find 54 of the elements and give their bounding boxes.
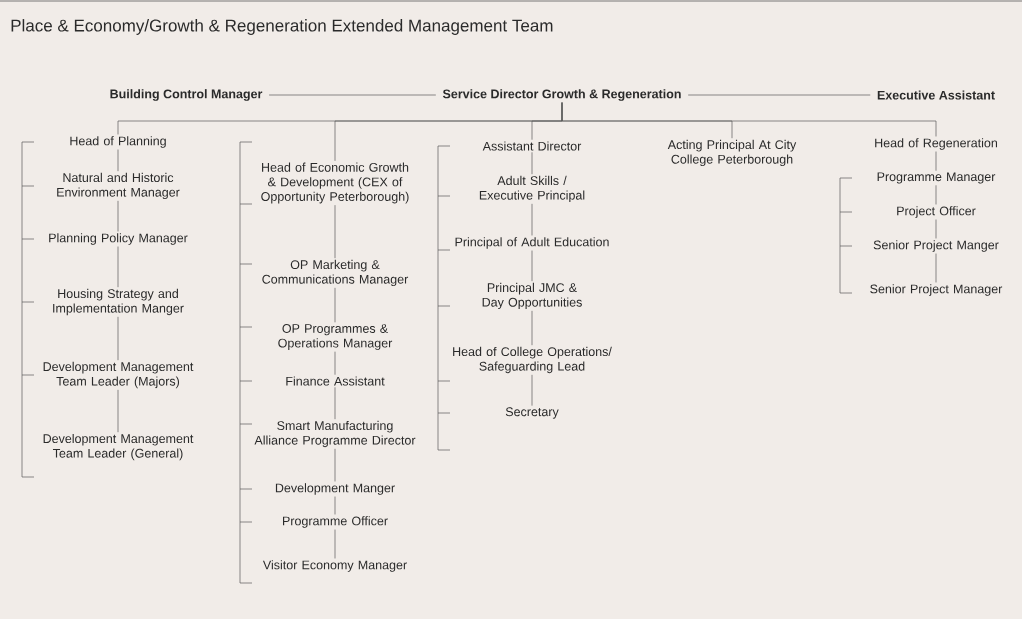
role-label: Head of Regeneration [875, 138, 997, 150]
connector-line [531, 203, 533, 236]
connector-line [334, 448, 336, 482]
role-label: Senior Project Manager [870, 284, 1003, 296]
role-label: Finance Assistant [286, 376, 385, 386]
connector-line [531, 151, 533, 175]
role-label: Programme Manager [877, 172, 996, 184]
role-label: Development Manger [275, 483, 395, 495]
connector-line [117, 149, 119, 172]
connector-line [561, 102, 937, 137]
connector-line [531, 250, 533, 282]
role-label: Head of Planning [70, 136, 166, 148]
role-label: Adult Skills / Executive Principal [479, 175, 585, 203]
connector-line [334, 204, 336, 259]
connector-line [334, 529, 336, 559]
role-label: Natural and Historic Environment Manager [57, 172, 180, 200]
role-label: Housing Strategy and Implementation Manger [53, 288, 184, 316]
role-label: Head of College Operations/ Safeguarding Lead [453, 346, 612, 374]
connector-line [531, 374, 533, 406]
role-title: Building Control Manager [110, 89, 263, 101]
role-label: Assistant Director [482, 141, 582, 151]
role-label: Secretary [505, 407, 559, 419]
connector-line [268, 94, 437, 96]
connector-line [334, 496, 336, 515]
role-label: Principal of Adult Education [455, 237, 609, 249]
role-title: Executive Assistant [877, 90, 995, 100]
connector-line [334, 351, 336, 376]
connector-line [117, 316, 119, 361]
role-label: Programme Officer [283, 516, 388, 528]
role-label: Visitor Economy Manager [262, 560, 407, 572]
connector-line [117, 200, 119, 232]
role-label: Smart Manufacturing Alliance Programme Director [254, 420, 416, 448]
role-label: Acting Principal At City College Peterborough [667, 139, 797, 167]
connector-line [531, 310, 533, 346]
role-label: Principal JMC & Day Opportunities [482, 282, 582, 310]
role-title: Service Director Growth & Regeneration [442, 89, 681, 101]
connector-line [935, 151, 937, 172]
role-label: Planning Policy Manager [49, 233, 188, 245]
title: Place & Economy/Growth & Regeneration Extended Management Team [11, 19, 553, 35]
role-label: Senior Project Manger [873, 240, 999, 252]
connector-line [334, 287, 336, 323]
role-label: OP Programmes & Operations Manager [278, 324, 393, 350]
connector-line [117, 389, 119, 433]
connector-line [935, 219, 937, 239]
connector-line [935, 253, 937, 283]
connector-line [935, 184, 937, 205]
role-label: Project Officer [897, 206, 976, 218]
role-label: OP Marketing & Communications Manager [262, 259, 409, 287]
role-label: Head of Economic Growth & Development (CEX of Opportunity Peterborough) [261, 162, 409, 204]
connector-line [687, 94, 871, 96]
role-label: Development Management Team Leader (General) [43, 433, 194, 461]
connector-line [117, 246, 119, 288]
role-label: Development Management Team Leader (Majors) [43, 361, 194, 389]
connector-line [334, 386, 336, 420]
